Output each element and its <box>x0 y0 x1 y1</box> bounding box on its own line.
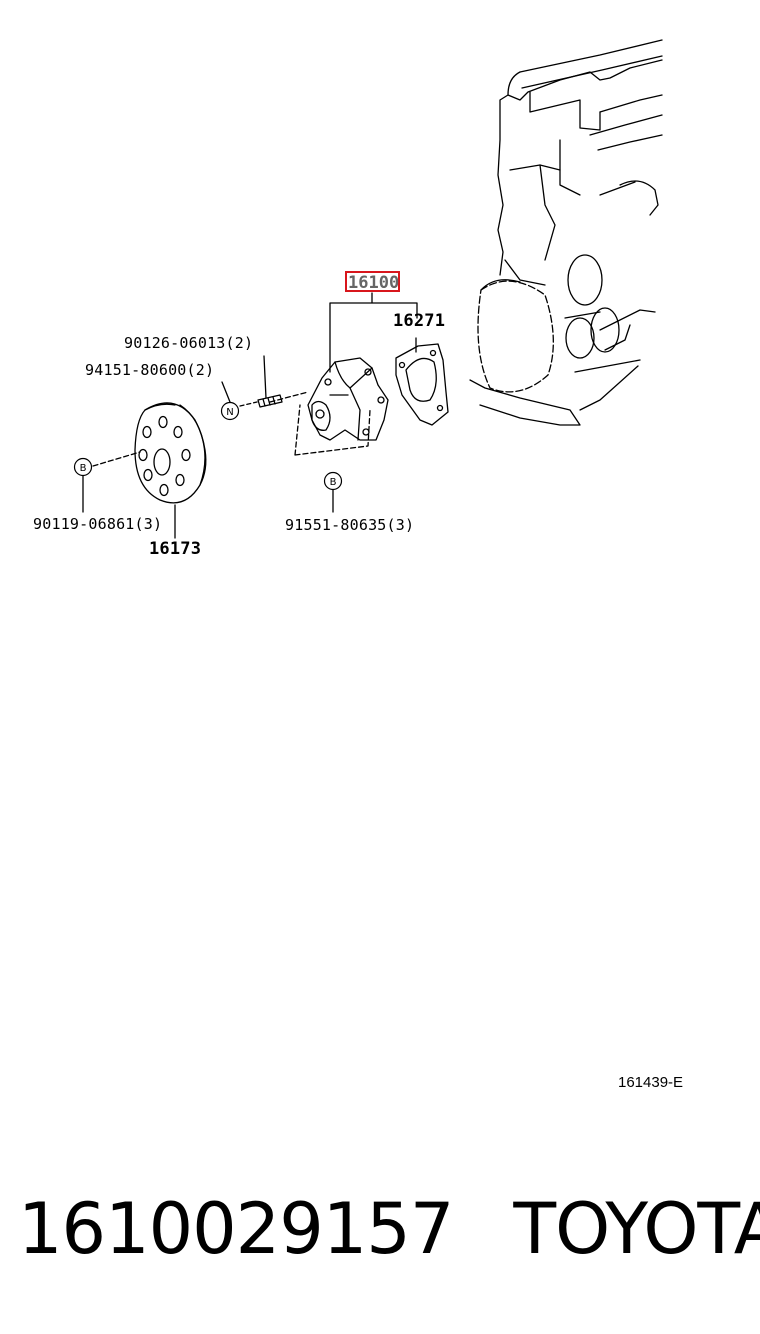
callout-markers <box>73 401 343 491</box>
part-label-90119-06861[interactable]: 90119-06861(3) <box>33 515 163 533</box>
part-label-16271[interactable]: 16271 <box>393 311 446 331</box>
part-label-94151-80600[interactable]: 94151-80600(2) <box>85 361 215 379</box>
diagram-code: 161439-E <box>618 1074 684 1091</box>
gasket-16271 <box>395 337 449 426</box>
water-pump-16100 <box>269 357 389 456</box>
highlighted-part-box[interactable]: 16100 <box>345 271 400 293</box>
part-label-16173[interactable]: 16173 <box>149 539 202 559</box>
callout-b-right: B <box>330 477 337 488</box>
part-label-16100: 16100 <box>348 273 400 293</box>
pulley-16173 <box>134 402 207 539</box>
part-label-90126-06013[interactable]: 90126-06013(2) <box>124 334 254 352</box>
parts-diagram: N B B <box>73 39 663 539</box>
footer-part-number: 1610029157 <box>18 1188 454 1270</box>
stud-bolt <box>257 355 283 408</box>
callout-b-left: B <box>80 463 87 474</box>
footer-brand: TOYOTA <box>513 1188 760 1270</box>
engine-block <box>469 39 663 426</box>
part-label-91551-80635[interactable]: 91551-80635(3) <box>285 516 415 534</box>
callout-n: N <box>226 407 233 418</box>
footer-title: 1610029157 TOYOTA <box>18 1188 760 1270</box>
